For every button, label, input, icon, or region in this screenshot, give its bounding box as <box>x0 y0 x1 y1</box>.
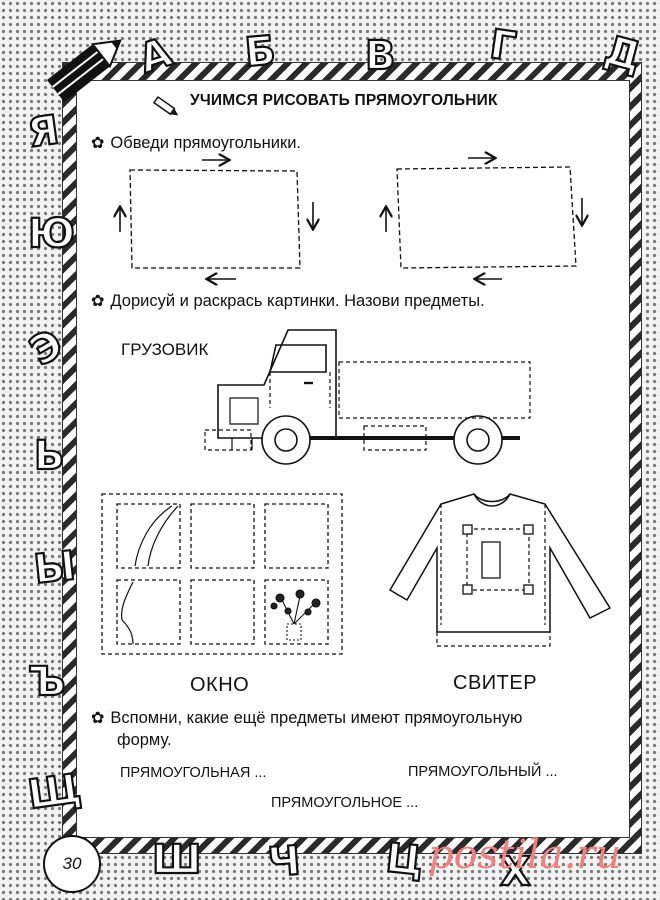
label-truck: ГРУЗОВИК <box>121 340 209 359</box>
alphabet-letter: Ю <box>27 211 76 257</box>
sweater-pattern <box>466 528 530 591</box>
page-number: 30 <box>43 835 101 893</box>
task-1-text: Обведи прямоугольники. <box>110 134 302 152</box>
answer-feminine: ПРЯМОУГОЛЬНАЯ ... <box>120 765 267 781</box>
truck-cargo-box <box>338 361 531 419</box>
answer-neuter: ПРЯМОУГОЛЬНОЕ ... <box>271 795 419 811</box>
dashed-rectangle-2 <box>396 166 577 269</box>
answer-masculine: ПРЯМОУГОЛЬНЫЙ ... <box>408 764 558 780</box>
label-window: ОКНО <box>190 674 250 696</box>
task-3: ✿ Вспомни, какие ещё предметы имеют прямо… <box>91 708 522 728</box>
dashed-rectangle-1 <box>129 169 301 269</box>
flower-pot-icon <box>270 589 321 641</box>
curtain-icon <box>121 505 179 645</box>
alphabet-letter: Х <box>499 849 532 895</box>
truck-drawing <box>217 329 520 465</box>
page-title: УЧИМСЯ РИСОВАТЬ ПРЯМОУГОЛЬНИК <box>190 92 498 109</box>
flower-icon: ✿ <box>91 710 105 727</box>
alphabet-letter: В <box>364 33 397 79</box>
task-3-continuation: форму. <box>117 731 172 749</box>
worksheet <box>76 80 630 838</box>
watermark: postila.ru <box>428 832 622 878</box>
alphabet-letter: Ь <box>33 433 66 479</box>
truck-tank <box>363 425 427 451</box>
flower-icon: ✿ <box>91 135 105 152</box>
alphabet-letter: Ъ <box>27 659 67 705</box>
window-drawing <box>101 493 343 655</box>
task-3-text: Вспомни, какие ещё предметы имеют прямоу… <box>110 709 523 727</box>
task-2-text: Дорисуй и раскрась картинки. Назови пред… <box>110 292 485 310</box>
label-sweater: СВИТЕР <box>453 672 538 694</box>
truck-bumper <box>204 429 252 451</box>
alphabet-letter: Ш <box>151 837 203 883</box>
task-1: ✿ Обведи прямоугольники. <box>91 133 301 153</box>
sweater-drawing <box>388 493 612 633</box>
flower-icon: ✿ <box>91 293 105 310</box>
task-2: ✿ Дорисуй и раскрась картинки. Назови пре… <box>91 291 485 311</box>
